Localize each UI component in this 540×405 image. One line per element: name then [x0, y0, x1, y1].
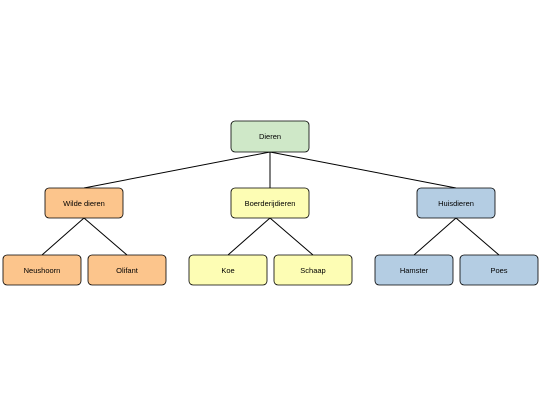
edge-pets-cat	[455, 217, 500, 256]
edge-root-wild-animals	[83, 151, 271, 189]
node-elephant: Olifant	[87, 254, 167, 286]
node-wild-animals: Wilde dieren	[44, 187, 124, 219]
node-root-box	[230, 120, 310, 153]
node-sheep: Schaap	[273, 254, 353, 286]
node-elephant-label: Olifant	[116, 266, 139, 275]
node-wild-animals-label: Wilde dieren	[63, 199, 105, 208]
node-cow: Koe	[188, 254, 268, 286]
edge-root-pets	[269, 151, 457, 189]
node-sheep-label: Schaap	[300, 266, 325, 275]
node-hamster-label: Hamster	[400, 266, 429, 275]
edge-farm-animals-cow	[227, 217, 271, 256]
node-elephant-box	[87, 254, 167, 286]
node-farm-animals-label: Boerderijdieren	[245, 199, 296, 208]
edge-wild-animals-elephant	[83, 217, 128, 256]
tree-edges	[41, 151, 500, 256]
node-rhino-box	[2, 254, 82, 286]
node-cow-label: Koe	[221, 266, 234, 275]
node-cow-box	[188, 254, 268, 286]
node-root-label: Dieren	[259, 132, 281, 141]
edge-wild-animals-rhino	[41, 217, 85, 256]
node-farm-animals: Boerderijdieren	[230, 187, 310, 219]
node-cat: Poes	[459, 254, 539, 286]
node-farm-animals-box	[230, 187, 310, 219]
edge-pets-hamster	[413, 217, 457, 256]
node-rhino-label: Neushoorn	[24, 266, 61, 275]
node-hamster-box	[374, 254, 454, 286]
node-hamster: Hamster	[374, 254, 454, 286]
node-wild-animals-box	[44, 187, 124, 219]
node-pets-label: Huisdieren	[438, 199, 474, 208]
node-cat-label: Poes	[490, 266, 507, 275]
node-sheep-box	[273, 254, 353, 286]
edge-farm-animals-sheep	[269, 217, 314, 256]
node-pets: Huisdieren	[416, 187, 496, 219]
node-cat-box	[459, 254, 539, 286]
node-rhino: Neushoorn	[2, 254, 82, 286]
node-pets-box	[416, 187, 496, 219]
node-root: Dieren	[230, 120, 310, 153]
